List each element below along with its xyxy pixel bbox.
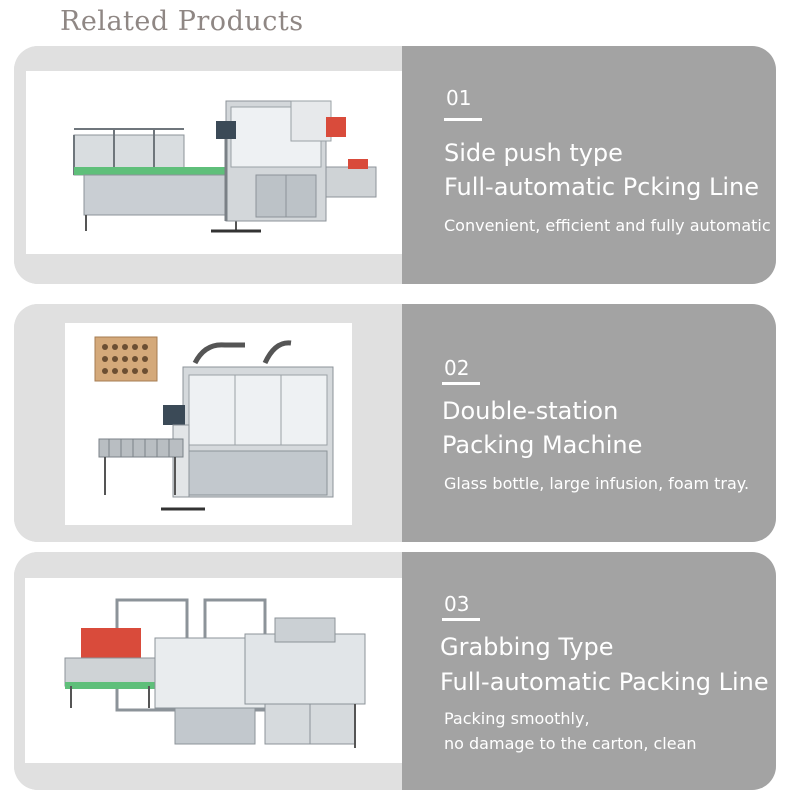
product-description-line-2: no damage to the carton, clean (444, 734, 697, 753)
number-underline (442, 618, 480, 621)
number-underline (444, 118, 482, 121)
number-underline (442, 382, 480, 385)
product-description-line-1: Packing smoothly, (444, 709, 590, 728)
product-card-1[interactable]: 01 Side push type Full-automatic Pcking … (14, 46, 776, 284)
product-image (26, 71, 402, 254)
product-image-panel (14, 46, 402, 284)
page-title: Related Products (60, 6, 304, 37)
product-title-line-2: Packing Machine (442, 431, 643, 459)
product-title-line-1: Double-station (442, 397, 619, 425)
product-info-panel: 02 Double-station Packing Machine Glass … (402, 304, 776, 542)
product-image-panel (14, 304, 402, 542)
product-card-3[interactable]: 03 Grabbing Type Full-automatic Packing … (14, 552, 776, 790)
packing-line-illustration (26, 71, 402, 254)
product-description-line-1: Glass bottle, large infusion, foam tray. (444, 474, 750, 493)
product-info-panel: 03 Grabbing Type Full-automatic Packing … (402, 552, 776, 790)
product-description-line-1: Convenient, efficient and fully automati… (444, 216, 771, 235)
product-title-line-2: Full-automatic Packing Line (440, 668, 769, 696)
grabbing-packing-line-illustration (25, 578, 402, 763)
product-number: 01 (446, 86, 472, 110)
product-info-panel: 01 Side push type Full-automatic Pcking … (402, 46, 776, 284)
product-image (65, 323, 352, 525)
product-title-line-1: Grabbing Type (440, 633, 614, 661)
double-station-machine-illustration (65, 323, 352, 525)
product-card-2[interactable]: 02 Double-station Packing Machine Glass … (14, 304, 776, 542)
product-title-line-1: Side push type (444, 139, 623, 167)
product-number: 03 (444, 592, 470, 616)
product-number: 02 (444, 356, 470, 380)
product-image (25, 578, 402, 763)
product-title-line-2: Full-automatic Pcking Line (444, 173, 760, 201)
product-image-panel (14, 552, 402, 790)
